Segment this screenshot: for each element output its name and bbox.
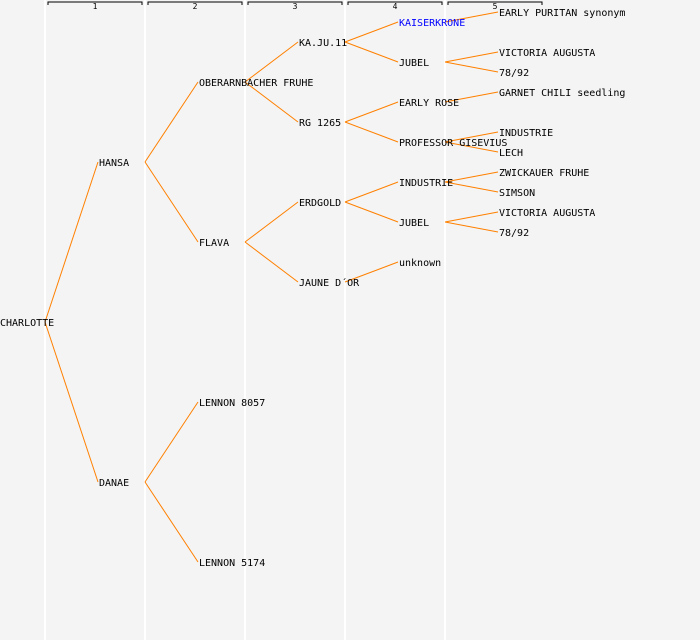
pedigree-edge bbox=[344, 101, 399, 123]
pedigree-edge bbox=[444, 91, 499, 103]
generation-bracket bbox=[47, 1, 143, 5]
pedigree-edge bbox=[244, 81, 299, 123]
generation-label: 3 bbox=[293, 2, 298, 11]
pedigree-edge bbox=[444, 61, 499, 73]
pedigree-edge bbox=[444, 51, 499, 63]
pedigree-edge bbox=[444, 131, 499, 143]
pedigree-edge bbox=[344, 121, 399, 143]
generation-label: 1 bbox=[93, 2, 98, 11]
pedigree-edge bbox=[344, 21, 399, 43]
pedigree-edge bbox=[244, 41, 299, 83]
pedigree-edge bbox=[244, 201, 299, 243]
pedigree-node: RG 1265 bbox=[299, 118, 341, 129]
generation-label: 4 bbox=[393, 2, 398, 11]
pedigree-node: HANSA bbox=[99, 158, 129, 169]
pedigree-edge bbox=[344, 41, 399, 63]
pedigree-edge bbox=[444, 181, 499, 193]
pedigree-edge bbox=[344, 201, 399, 223]
generation-label: 5 bbox=[493, 2, 498, 11]
generation-bracket bbox=[447, 1, 543, 5]
pedigree-edge bbox=[144, 81, 199, 163]
pedigree-node-link[interactable]: KAISERKRONE bbox=[399, 18, 465, 29]
pedigree-node: EARLY PURITAN synonym bbox=[499, 8, 625, 19]
pedigree-node: JAUNE D´OR bbox=[299, 277, 360, 289]
pedigree-node: EARLY ROSE bbox=[399, 98, 459, 109]
generation-bracket bbox=[147, 1, 243, 5]
pedigree-edge bbox=[444, 141, 499, 153]
pedigree-node: GARNET CHILI seedling bbox=[499, 88, 625, 99]
pedigree-node: 78/92 bbox=[499, 68, 529, 79]
pedigree-edge bbox=[344, 261, 399, 283]
pedigree-node: KA.JU.11 bbox=[299, 38, 347, 49]
pedigree-node: PROFESSOR GISEVIUS bbox=[399, 138, 507, 149]
pedigree-edge bbox=[44, 321, 99, 483]
pedigree-node: JUBEL bbox=[399, 218, 429, 229]
pedigree-node: FLAVA bbox=[199, 238, 229, 249]
pedigree-node: VICTORIA AUGUSTA bbox=[499, 208, 595, 219]
pedigree-node: ERDGOLD bbox=[299, 198, 341, 209]
pedigree-node: CHARLOTTE bbox=[0, 318, 54, 329]
pedigree-edge bbox=[144, 481, 199, 563]
pedigree-edge bbox=[444, 11, 499, 23]
pedigree-edge bbox=[144, 401, 199, 483]
pedigree-edge bbox=[444, 171, 499, 183]
pedigree-node: OBERARNBACHER FRUHE bbox=[199, 78, 313, 89]
pedigree-node: 78/92 bbox=[499, 228, 529, 239]
pedigree-node: INDUSTRIE bbox=[399, 178, 453, 189]
generation-label: 2 bbox=[193, 2, 198, 11]
pedigree-node: unknown bbox=[399, 258, 441, 269]
pedigree-node: INDUSTRIE bbox=[499, 128, 553, 139]
pedigree-node: DANAE bbox=[99, 478, 129, 489]
pedigree-node: LECH bbox=[499, 148, 523, 159]
generation-bracket bbox=[347, 1, 443, 5]
pedigree-edge bbox=[44, 161, 99, 323]
pedigree-node: LENNON 5174 bbox=[199, 558, 265, 569]
pedigree-node: ZWICKAUER FRUHE bbox=[499, 168, 589, 179]
pedigree-edge bbox=[344, 181, 399, 203]
pedigree-node: SIMSON bbox=[499, 188, 535, 199]
pedigree-node: LENNON 8057 bbox=[199, 398, 265, 409]
pedigree-edge bbox=[444, 221, 499, 233]
pedigree-edge bbox=[144, 161, 199, 243]
pedigree-node: JUBEL bbox=[399, 58, 429, 69]
pedigree-edge bbox=[444, 211, 499, 223]
pedigree-node: VICTORIA AUGUSTA bbox=[499, 48, 595, 59]
generation-bracket bbox=[247, 1, 343, 5]
pedigree-edge bbox=[244, 241, 299, 283]
